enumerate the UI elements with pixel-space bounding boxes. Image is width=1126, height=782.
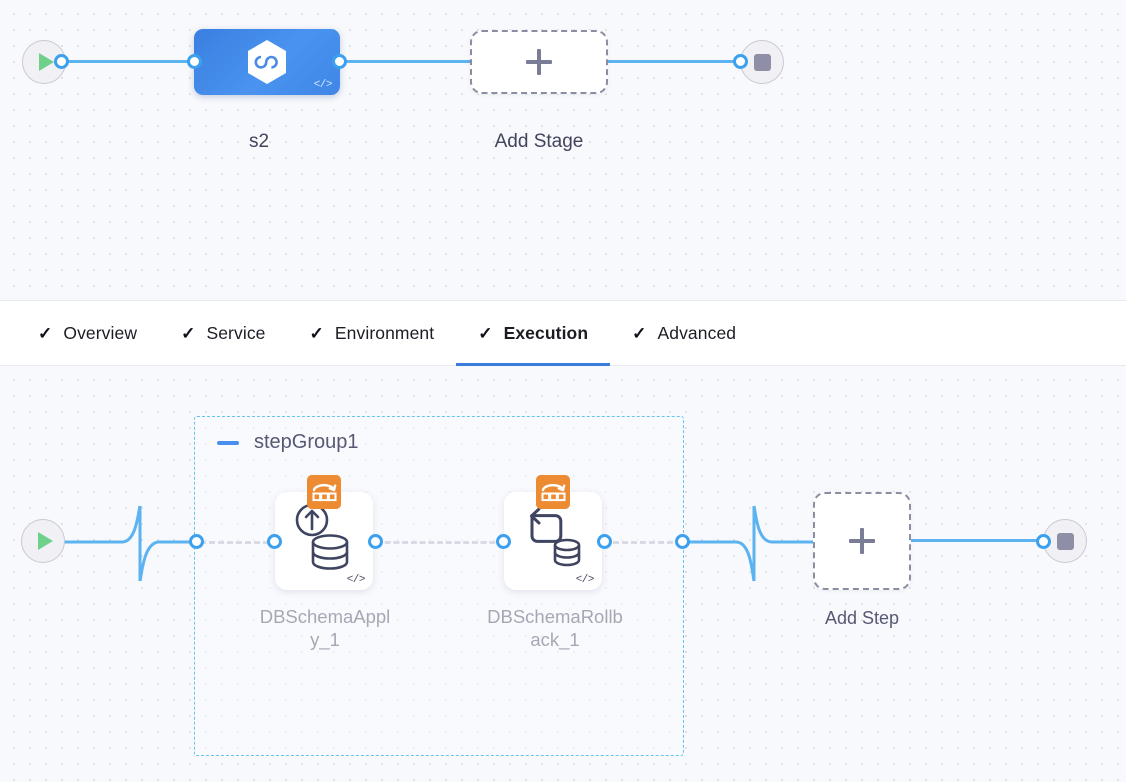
- step-node-dbschemaapply[interactable]: </>: [275, 475, 373, 590]
- tab-advanced[interactable]: ✓ Advanced: [610, 301, 758, 365]
- stage-code-badge[interactable]: </>: [313, 79, 333, 91]
- plus-icon: [526, 49, 552, 75]
- check-icon: ✓: [478, 323, 493, 343]
- minus-icon[interactable]: [217, 440, 239, 445]
- end-input-port[interactable]: [733, 54, 748, 69]
- play-icon: [38, 53, 54, 71]
- devops-hexagon-icon: [248, 40, 286, 84]
- step-group-input-port[interactable]: [189, 534, 204, 549]
- tab-label: Environment: [334, 322, 435, 343]
- step-group-output-port[interactable]: [675, 534, 690, 549]
- stage-node-s2[interactable]: </>: [194, 29, 340, 95]
- step1-code-badge[interactable]: </>: [346, 574, 366, 586]
- liquibase-icon: [536, 475, 570, 509]
- tab-execution[interactable]: ✓ Execution: [456, 301, 611, 366]
- step-group-header[interactable]: stepGroup1: [217, 431, 359, 454]
- tab-underline: [456, 363, 611, 366]
- step2-output-port[interactable]: [597, 534, 612, 549]
- check-icon: ✓: [632, 323, 647, 343]
- edge-start-to-stage: [62, 60, 208, 63]
- execution-start-node[interactable]: [21, 519, 65, 563]
- db-schema-rollback-icon: [530, 507, 581, 567]
- tab-label: Advanced: [657, 322, 737, 343]
- step2-code-badge[interactable]: </>: [575, 574, 595, 586]
- tab-label: Service: [206, 322, 266, 343]
- add-step-label: Add Step: [824, 608, 900, 628]
- check-icon: ✓: [309, 323, 324, 343]
- edge-stage-to-addstage: [334, 60, 474, 63]
- tab-label: Execution: [503, 322, 589, 343]
- stage-output-port[interactable]: [332, 54, 347, 69]
- add-step-button[interactable]: [813, 492, 911, 590]
- add-stage-button[interactable]: [470, 30, 608, 94]
- step2-input-port[interactable]: [496, 534, 511, 549]
- check-icon: ✓: [181, 323, 196, 343]
- play-icon: [37, 532, 53, 550]
- edge-group-to-addstep: [682, 505, 820, 582]
- step-node-dbschemarollback[interactable]: </>: [504, 475, 602, 590]
- edge-addstep-to-end: [911, 539, 1045, 542]
- edge-start-to-group: [60, 505, 200, 582]
- stage-input-port[interactable]: [187, 54, 202, 69]
- check-icon: ✓: [38, 323, 53, 343]
- db-schema-apply-icon: [295, 503, 349, 570]
- add-stage-label: Add Stage: [494, 131, 584, 152]
- stop-icon: [1056, 532, 1074, 550]
- tab-environment[interactable]: ✓ Environment: [288, 301, 457, 365]
- step-group-title: stepGroup1: [254, 431, 359, 453]
- tab-service[interactable]: ✓ Service: [159, 301, 287, 365]
- liquibase-icon: [307, 475, 341, 509]
- stage-label: s2: [248, 131, 270, 152]
- plus-icon: [849, 528, 875, 554]
- step1-input-port[interactable]: [267, 534, 282, 549]
- stage-canvas[interactable]: </> s2 Add Stage: [0, 0, 1126, 300]
- stop-icon: [753, 53, 771, 71]
- tab-overview[interactable]: ✓ Overview: [16, 301, 159, 365]
- execution-canvas[interactable]: stepGroup1: [0, 366, 1126, 782]
- execution-end-input-port[interactable]: [1036, 534, 1051, 549]
- edge-addstage-to-end: [604, 60, 752, 63]
- tab-label: Overview: [63, 322, 138, 343]
- step1-output-port[interactable]: [368, 534, 383, 549]
- step-group-container[interactable]: stepGroup1: [194, 416, 684, 756]
- pipeline-start-node[interactable]: [22, 40, 66, 84]
- stage-config-tabs[interactable]: ✓ Overview ✓ Service ✓ Environment ✓ Exe…: [0, 300, 1126, 366]
- start-output-port[interactable]: [54, 54, 69, 69]
